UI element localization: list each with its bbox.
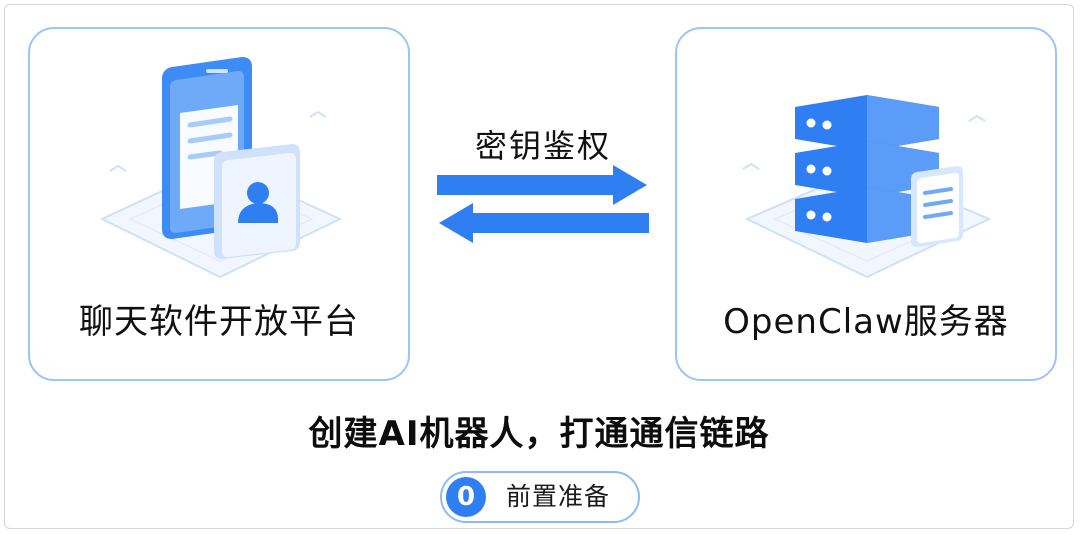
openclaw-server-illustration [742,95,992,279]
arrow-left-icon [439,203,649,243]
bidirectional-arrows [437,165,649,243]
server-stack-icon [795,95,939,243]
arrow-right-icon [437,165,647,205]
user-card-icon [214,144,300,259]
chat-platform-card: 聊天软件开放平台 [28,27,410,381]
diagram-frame: 聊天软件开放平台 密钥鉴权 [4,4,1074,529]
diagram-headline: 创建AI机器人，打通通信链路 [308,414,770,454]
step-number: 0 [446,477,486,517]
key-auth-label: 密钥鉴权 [474,127,611,165]
chat-platform-label: 聊天软件开放平台 [79,302,359,342]
openclaw-server-label: OpenClaw服务器 [723,302,1009,342]
step-badge: 0 前置准备 [440,471,640,523]
step-label: 前置准备 [506,482,611,511]
chat-platform-illustration [99,57,343,279]
document-icon [911,166,963,247]
openclaw-server-card: OpenClaw服务器 [675,27,1057,381]
